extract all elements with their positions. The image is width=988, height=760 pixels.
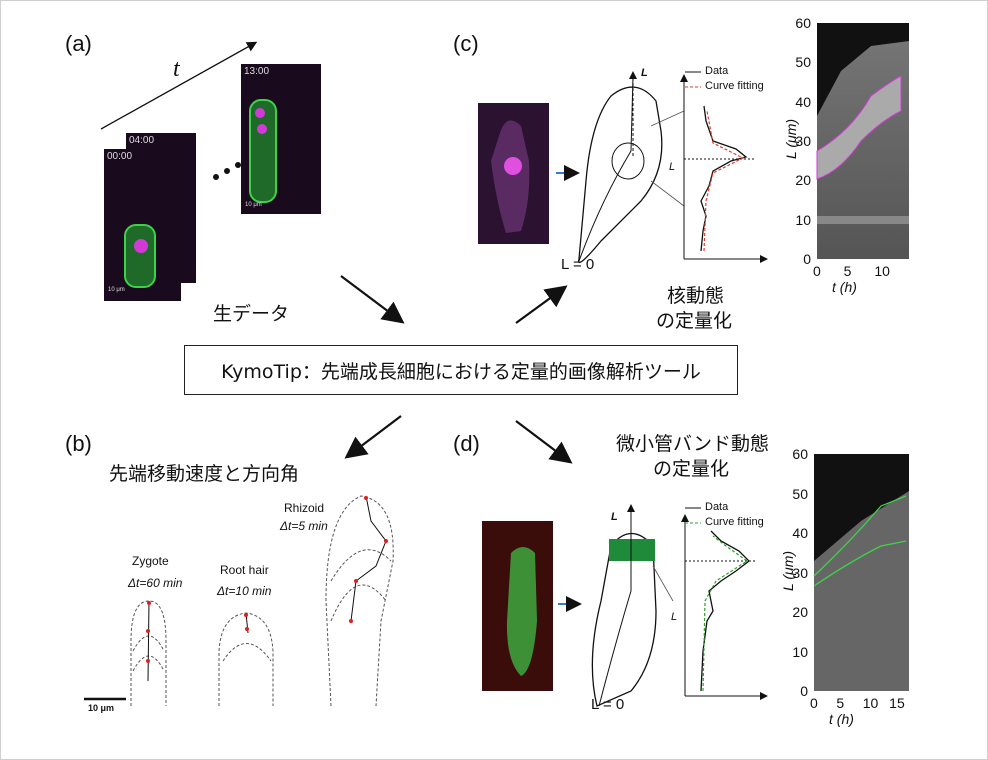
axis-l-c: L [641,67,648,79]
x-tick-label: 15 [889,695,905,711]
caption-b: 先端移動速度と方向角 [109,463,300,485]
y-tick-label: 20 [795,172,811,189]
y-tick-label: 40 [792,525,808,541]
y-tick-label: 50 [795,54,811,71]
x-axis-label: t (h) [829,711,854,727]
cell-dt: Δt=5 min [280,519,328,533]
scale-bar-label: 10 μm [245,202,262,208]
y-tick-label: 0 [803,251,811,267]
y-axis-label: L (μm) [780,550,797,591]
y-axis-label: L (μm) [783,118,800,160]
x-tick-label: 5 [836,695,845,711]
panel-label-b: (b) [65,431,92,456]
x-tick-label: 10 [862,695,879,711]
l-zero-c: L = 0 [561,256,595,273]
cell-outline-c [578,86,663,264]
y-tick-label: 0 [800,683,808,699]
frame-time: 00:00 [107,151,133,162]
profile-axis-d: L [671,611,678,623]
frame-time: 04:00 [129,135,155,146]
fit-curve-c [703,110,745,252]
scale-bar-label: 10 μm [108,287,125,293]
legend-fit-c: Curve fitting [705,80,764,92]
y-tick-label: 30 [792,564,808,581]
profile-axis-c: L [669,161,676,173]
frame-0000: 00:00 10 μm [104,149,181,301]
y-tick-label: 60 [795,15,811,31]
cell-outline-d [591,532,657,707]
y-tick-label: 60 [792,446,808,462]
y-tick-label: 20 [792,604,808,620]
cell-name: Rhizoid [284,501,325,515]
x-tick-label: 0 [813,263,821,279]
panel-label-c: (c) [453,31,479,56]
fit-curve-d [702,535,749,692]
legend-data-d: Data [705,501,729,513]
x-tick-label: 5 [843,263,852,279]
axis-l-d: L [611,511,618,523]
legend-fit-d: Curve fitting [705,516,764,528]
frame-1300: 13:00 10 μm [241,64,321,214]
panel-label-a: (a) [65,31,92,56]
title-box: KymoTip：先端成長細胞における定量的画像解析ツール [184,345,738,395]
caption-d-2: の定量化 [653,458,730,480]
x-tick-label: 0 [810,695,818,711]
time-symbol: t [173,56,180,82]
raw-data-caption: 生データ [213,303,290,325]
ellipsis-dots [213,162,241,180]
legend-data-c: Data [705,65,729,77]
caption-c-2: の定量化 [656,310,733,332]
cell-dt: Δt=10 min [217,584,272,598]
x-axis-label: t (h) [832,279,857,295]
cell-name: Zygote [132,554,169,568]
y-tick-label: 40 [795,93,811,110]
cell-name: Root hair [220,563,269,577]
frame-time: 13:00 [244,66,270,77]
time-arrow [100,41,258,130]
x-tick-label: 10 [874,263,890,279]
data-curve-d [700,530,750,692]
scale-bar-b-label: 10 μm [88,703,115,713]
y-tick-label: 50 [792,485,808,502]
y-tick-label: 30 [795,133,811,149]
data-curve-c [700,105,748,252]
l-zero-d: L = 0 [591,696,625,713]
y-tick-label: 10 [795,211,811,228]
tip-points [146,496,388,663]
caption-c-1: 核動態 [667,285,725,307]
caption-d-1: 微小管バンド動態 [616,433,769,455]
y-tick-label: 10 [792,643,808,660]
flow-arrows [340,275,573,464]
panel-label-d: (d) [453,431,480,456]
cell-dt: Δt=60 min [128,576,183,590]
